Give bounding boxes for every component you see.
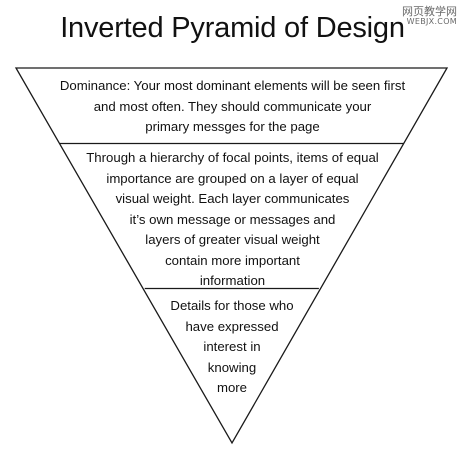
- level-dominance-text: Dominance: Your most dominant elements w…: [30, 76, 435, 138]
- level-text-line: importance are grouped on a layer of equ…: [106, 170, 359, 186]
- level-text-line: more: [216, 380, 248, 395]
- level-text-line: primary messges for the page: [145, 119, 320, 134]
- level-text-line: and most often. They should communicate …: [93, 98, 372, 114]
- diagram-title: Inverted Pyramid of Design: [60, 12, 405, 44]
- level-text-line: it’s own message or messages and: [129, 211, 336, 227]
- level-text-line: contain more important: [165, 252, 300, 268]
- level-text-line: information: [199, 273, 266, 288]
- watermark-url: WEBJX.COM: [406, 17, 457, 27]
- level-hierarchy-text: Through a hierarchy of focal points, ite…: [52, 148, 413, 292]
- level-text-line: visual weight. Each layer communicates: [115, 191, 350, 206]
- level-text-line: have expressed: [185, 318, 279, 334]
- level-text-line: Details for those who: [170, 298, 294, 313]
- pyramid-outline: [14, 67, 449, 445]
- level-text-line: Dominance: Your most dominant elements w…: [59, 78, 406, 93]
- level-text-line: interest in: [203, 339, 261, 354]
- level-text-line: layers of greater visual weight: [145, 232, 320, 247]
- level-text-line: knowing: [207, 359, 257, 375]
- level-text-line: Through a hierarchy of focal points, ite…: [86, 150, 379, 165]
- level-details-text: Details for those who have expressed int…: [142, 296, 322, 399]
- watermark: 网页教学网 WEBJX.COM: [402, 5, 457, 27]
- watermark-chinese: 网页教学网: [402, 5, 457, 18]
